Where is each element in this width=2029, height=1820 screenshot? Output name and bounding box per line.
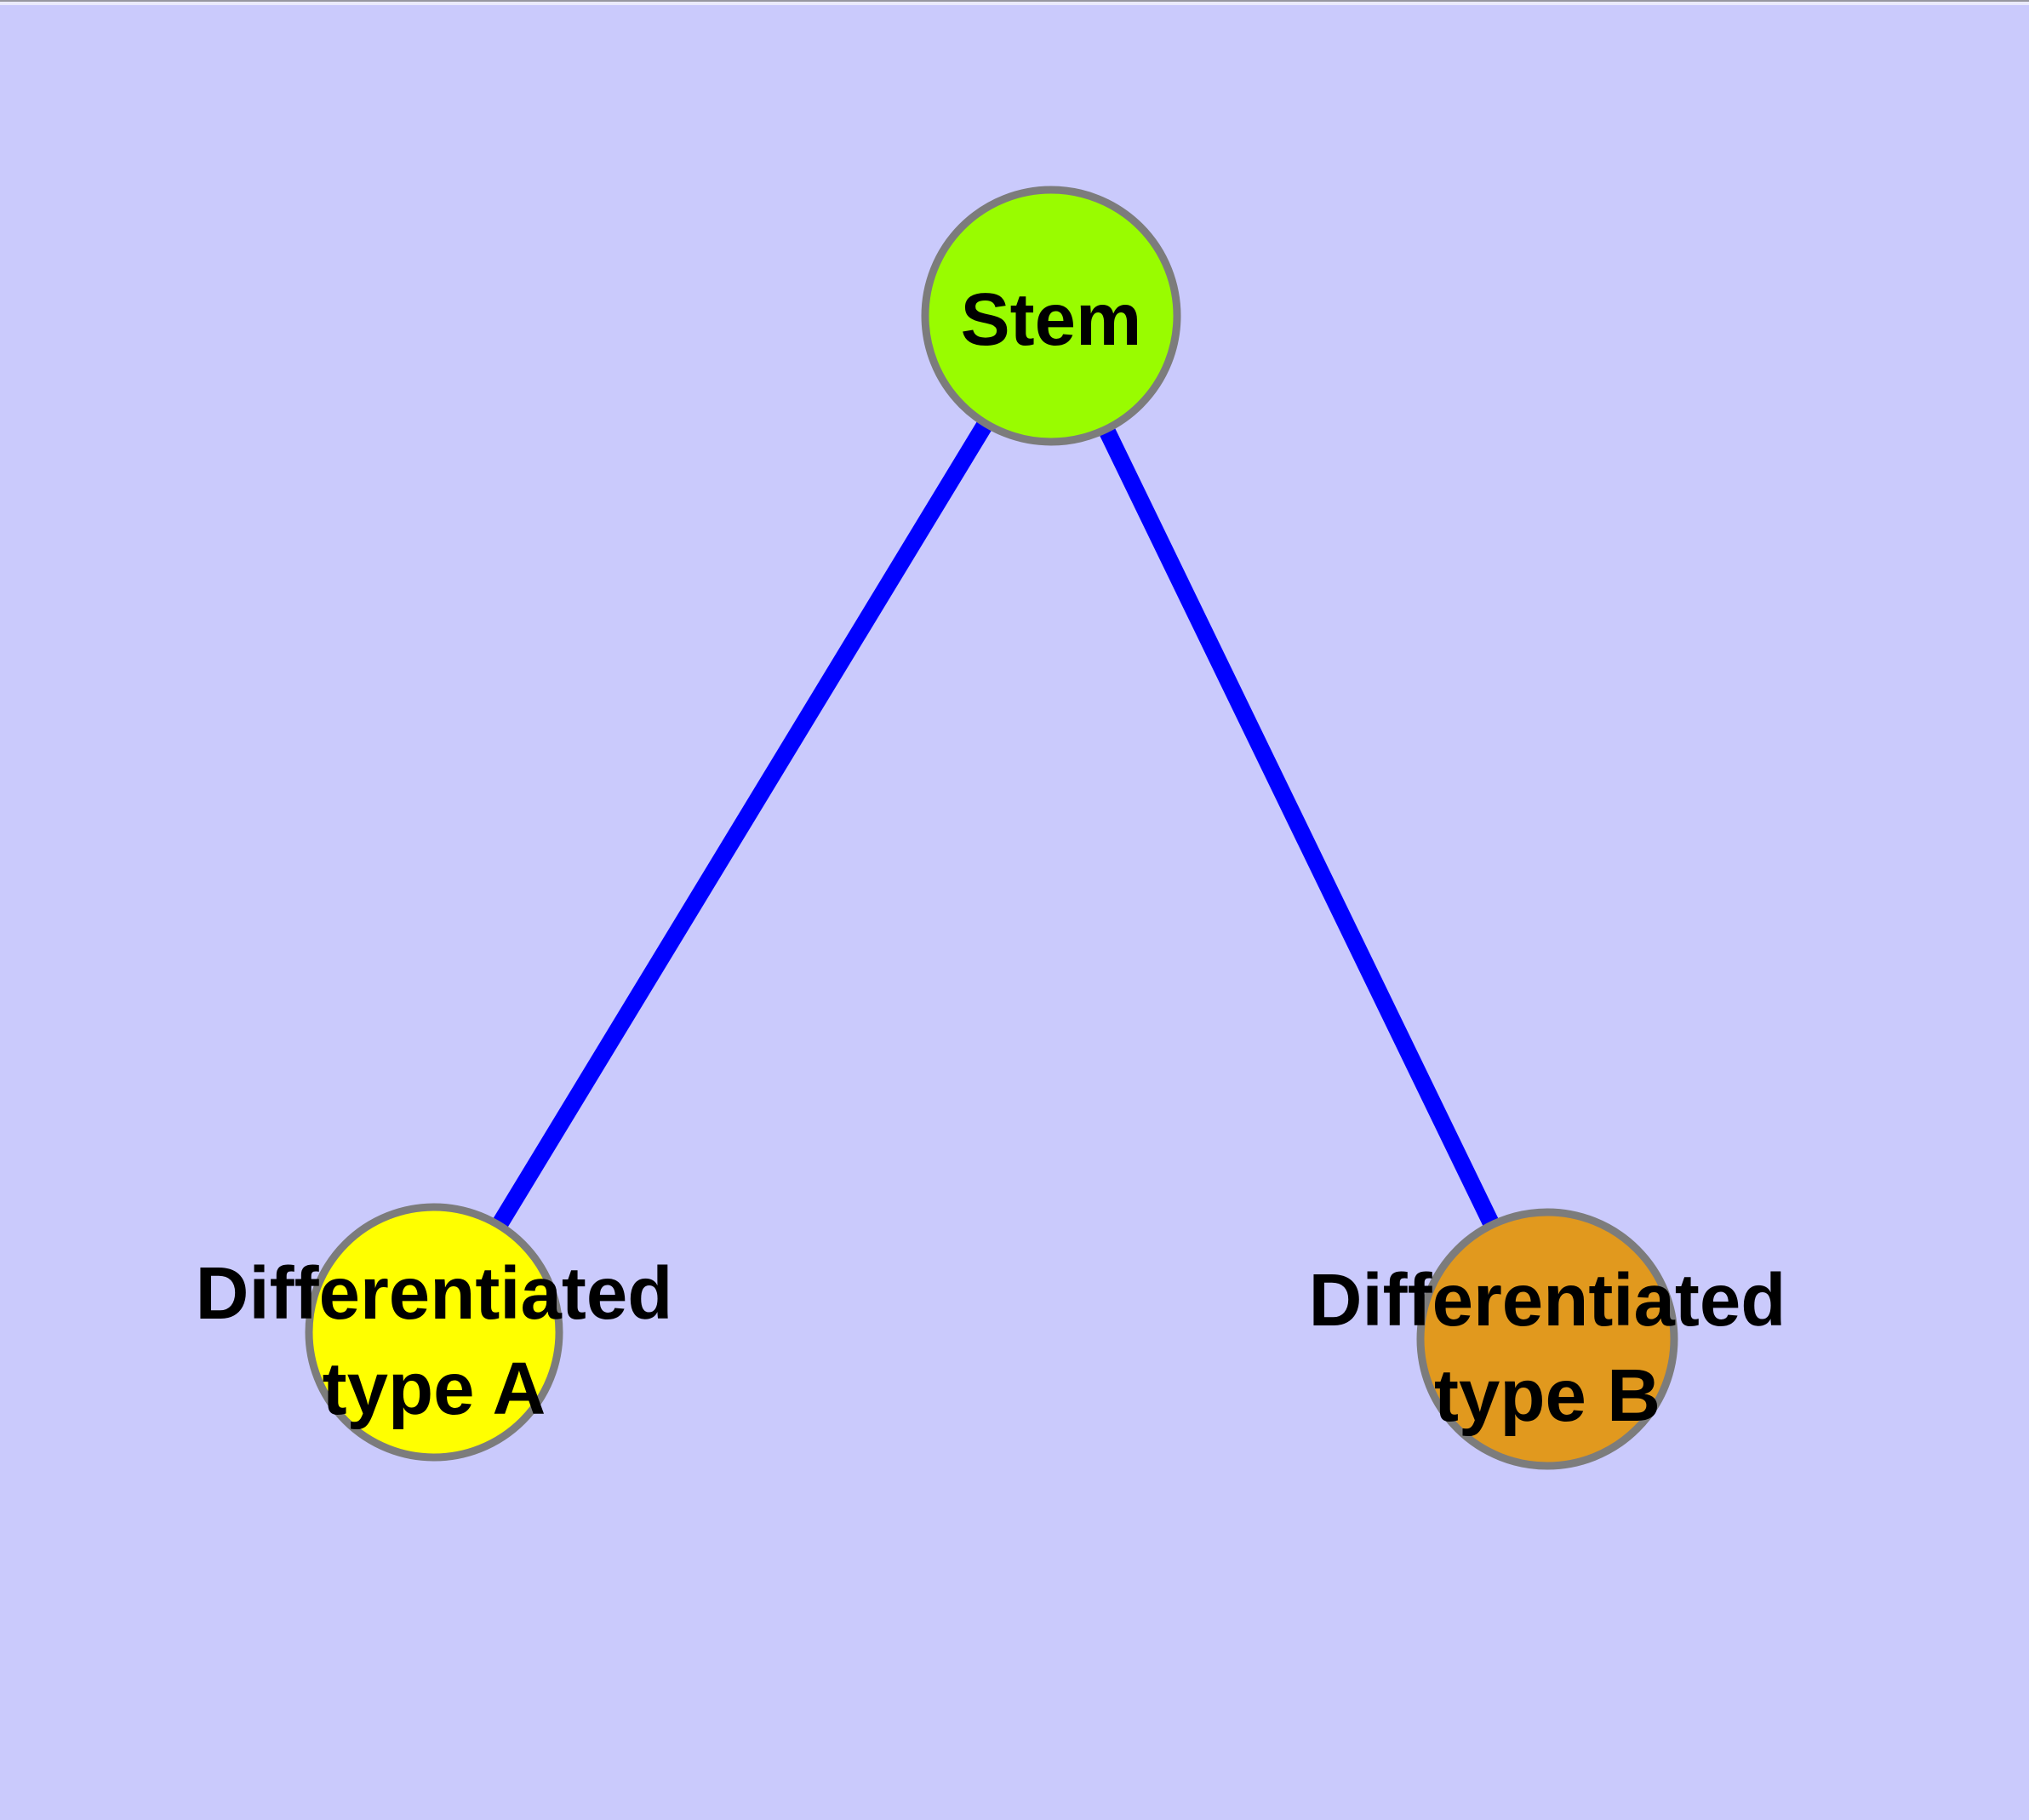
canvas-top-border <box>0 0 2029 2</box>
node-differentiated-type-a[interactable] <box>305 1203 563 1462</box>
edge-stem-to-type-a <box>426 311 1059 1337</box>
node-stem[interactable] <box>921 186 1181 446</box>
edge-stem-to-type-b <box>1043 312 1555 1343</box>
canvas-top-highlight <box>0 2 2029 5</box>
node-differentiated-type-b[interactable] <box>1416 1208 1678 1470</box>
